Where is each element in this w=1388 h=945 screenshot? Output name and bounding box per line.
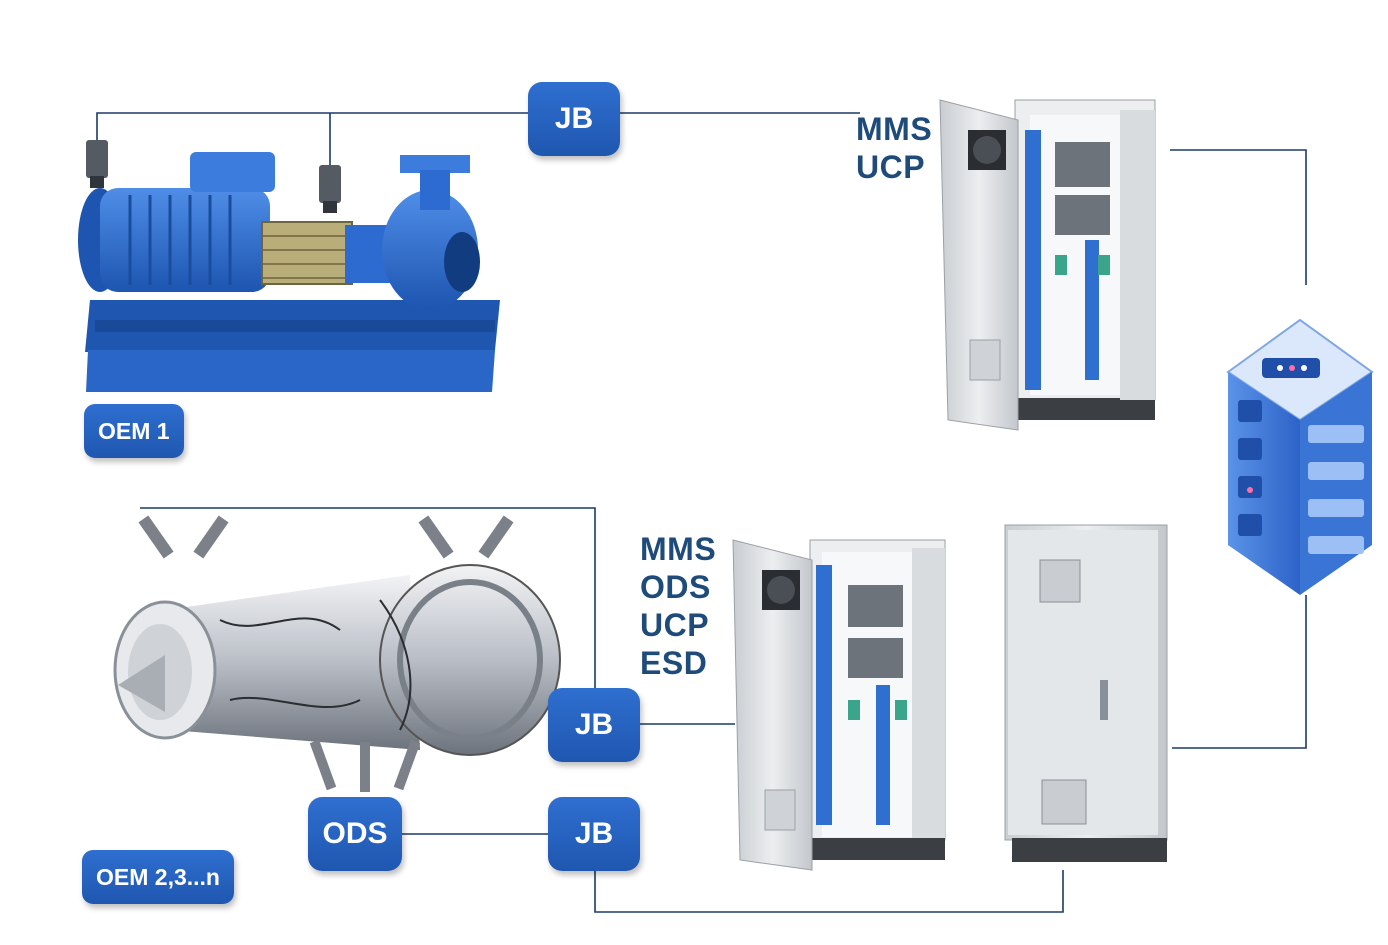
gas-turbine <box>113 564 561 756</box>
connection-lines <box>96 112 1307 913</box>
ods-badge: ODS <box>308 797 402 871</box>
line-server-to-cabinet3 <box>1172 595 1307 749</box>
line-turbine-top-to-jb <box>140 507 596 690</box>
vibration-sensor-1 <box>86 140 108 188</box>
jb-badge-bottom: JB <box>548 797 640 871</box>
line-cabinet1-to-server <box>1170 149 1307 285</box>
cabinet1-label-ucp: UCP <box>856 149 926 185</box>
cabinet1-label-mms: MMS <box>856 111 933 147</box>
turbine-probes <box>138 515 514 792</box>
control-cabinet-1 <box>939 99 1156 431</box>
jb-badge-middle: JB <box>548 688 640 762</box>
control-cabinet-3 <box>1004 524 1168 862</box>
jb-badge-top: JB <box>528 82 620 156</box>
server-icon <box>1226 318 1374 595</box>
cabinet2-label-ods: ODS <box>640 569 711 605</box>
oem2-badge: OEM 2,3...n <box>82 850 234 904</box>
cabinet2-label-mms: MMS <box>640 531 717 567</box>
cabinet1-label-group: MMS UCP <box>856 110 932 186</box>
cabinet2-label-esd: ESD <box>640 645 708 681</box>
cabinet2-label-ucp: UCP <box>640 607 710 643</box>
oem1-badge: OEM 1 <box>84 404 184 458</box>
line-jb-to-cabinet3 <box>594 870 1064 913</box>
cabinet2-label-group: MMS ODS UCP ESD <box>640 530 716 682</box>
pump-motor-unit <box>78 152 500 392</box>
vibration-sensor-2 <box>319 165 341 213</box>
line-top-sensors-to-jb <box>96 112 528 140</box>
control-cabinet-2 <box>732 539 946 871</box>
